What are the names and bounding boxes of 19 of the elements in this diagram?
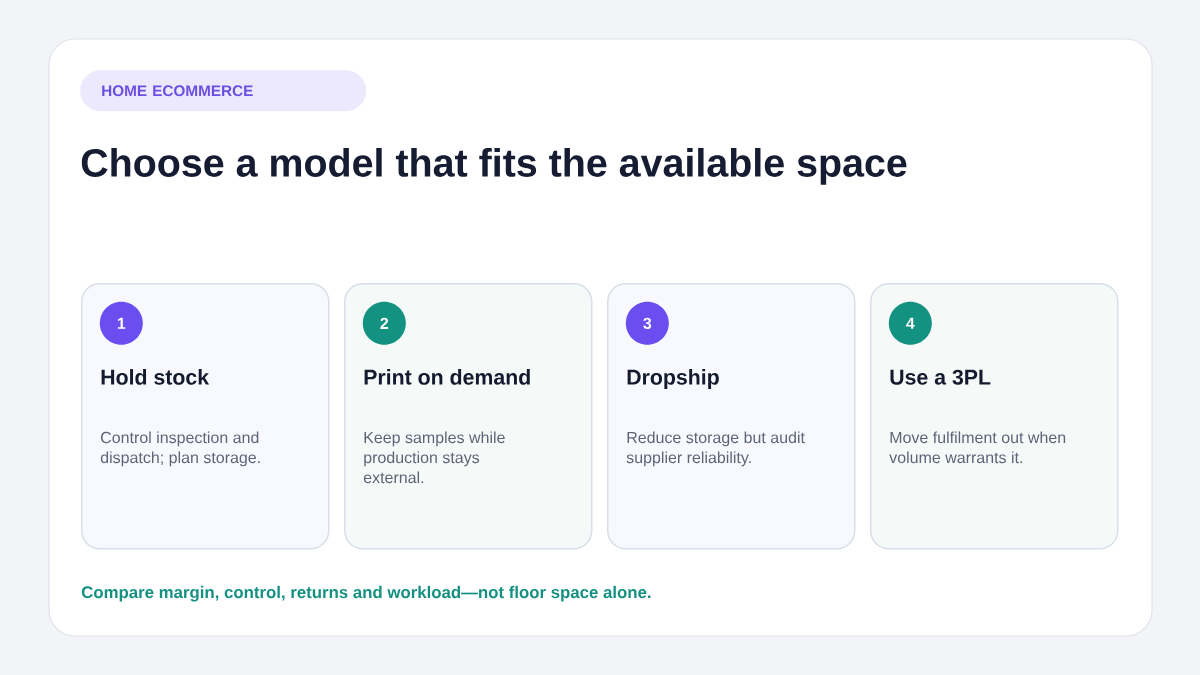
title: Choose a model that fits the available space [81, 147, 907, 185]
card-text: Keep samples while production stays external. [363, 431, 505, 484]
card-heading: Hold stock [101, 369, 210, 385]
number-badge: 2 [362, 301, 406, 345]
card-text: Move fulfilment out when volume warrants it. [889, 431, 1066, 464]
number-badge: 1 [99, 301, 143, 345]
card-text: Control inspection and dispatch; plan storage. [100, 431, 260, 467]
card-heading: Dropship [627, 369, 719, 389]
category-tag: HOME ECOMMERCE [80, 70, 367, 112]
card [607, 283, 856, 550]
card [870, 283, 1119, 550]
number-badge: 3 [625, 301, 669, 345]
card [81, 283, 330, 550]
card [344, 283, 593, 550]
card-text: Reduce storage but audit supplier reliability. [626, 431, 805, 467]
card-heading: Use a 3PL [890, 369, 991, 385]
number-badge: 4 [888, 301, 932, 345]
card-heading: Print on demand [364, 369, 530, 385]
footnote: Compare margin, control, returns and workload—not floor space alone. [81, 585, 651, 602]
